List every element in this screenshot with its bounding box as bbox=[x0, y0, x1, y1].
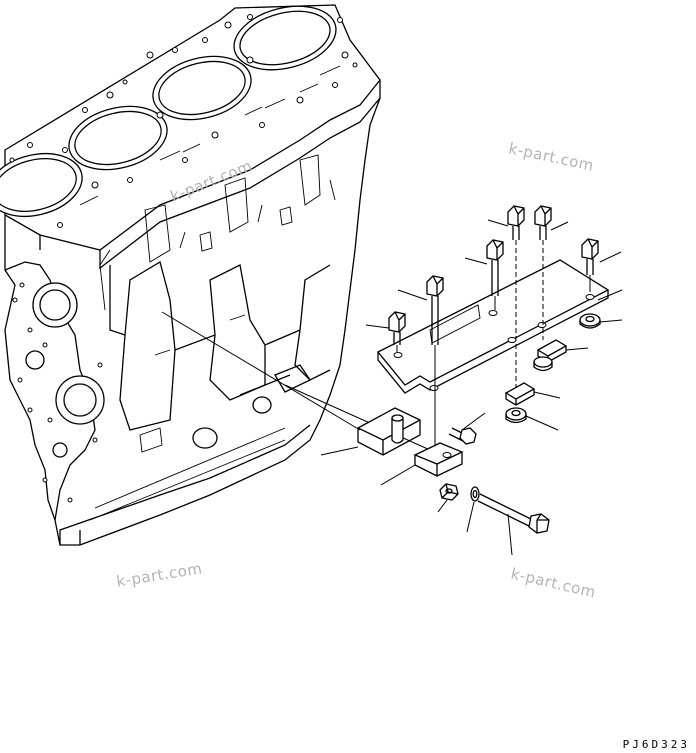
bolt-3 bbox=[486, 239, 504, 296]
bolt-5 bbox=[534, 205, 552, 240]
spacer-lower bbox=[504, 382, 536, 406]
callout-11 bbox=[525, 415, 559, 431]
bolt-1 bbox=[426, 275, 444, 345]
cylinder-block bbox=[0, 4, 381, 546]
callout-leaders bbox=[320, 219, 623, 556]
callout-14 bbox=[380, 464, 416, 486]
washer bbox=[470, 486, 480, 502]
callout-10 bbox=[533, 391, 561, 399]
nut-flange-right bbox=[579, 313, 601, 329]
callout-1 bbox=[487, 219, 509, 227]
bolt-2 bbox=[388, 311, 406, 345]
bolt-axis-lines bbox=[396, 240, 591, 455]
nut-center bbox=[533, 356, 553, 372]
callout-7 bbox=[597, 289, 623, 301]
bolt-6 bbox=[581, 238, 599, 275]
callout-17 bbox=[507, 513, 513, 556]
drawing-code: PJ6D323 bbox=[622, 738, 690, 751]
bracket-block bbox=[356, 407, 422, 456]
callout-16 bbox=[466, 501, 475, 533]
callout-15 bbox=[437, 499, 448, 513]
bolt-small bbox=[448, 427, 477, 445]
callout-3 bbox=[464, 257, 488, 265]
callout-13 bbox=[320, 446, 359, 456]
bolt-long bbox=[477, 493, 550, 534]
callout-8 bbox=[599, 319, 623, 323]
callout-4 bbox=[599, 251, 622, 263]
callout-9 bbox=[565, 347, 589, 351]
support-plate bbox=[376, 259, 610, 394]
assembly-lines bbox=[161, 311, 431, 451]
callout-5 bbox=[397, 289, 428, 301]
callout-2 bbox=[550, 221, 569, 231]
bolt-4 bbox=[507, 205, 525, 240]
bracket-clip bbox=[413, 442, 464, 477]
hex-nut bbox=[439, 483, 459, 501]
callout-12 bbox=[461, 412, 486, 431]
nut-lower bbox=[505, 407, 527, 424]
callout-6 bbox=[365, 324, 390, 329]
